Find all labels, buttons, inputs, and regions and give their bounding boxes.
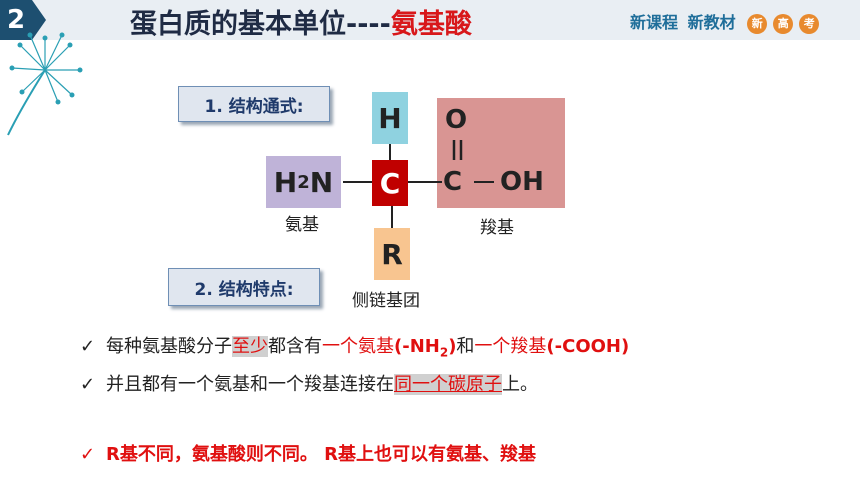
amino-h: H bbox=[273, 165, 298, 199]
bullet-text: 每种氨基酸分子 bbox=[106, 336, 232, 357]
r-group: R bbox=[381, 237, 403, 271]
hydrogen-box: H bbox=[372, 92, 408, 144]
r-group-box: R bbox=[374, 228, 410, 280]
carboxyl-caption: 羧基 bbox=[480, 218, 514, 238]
bond-c-oh bbox=[474, 181, 494, 183]
slide-number-badge: 2 bbox=[0, 0, 32, 40]
bond-n-c bbox=[343, 181, 372, 183]
emphasis-text: 同一个碳原子 bbox=[394, 374, 502, 395]
formula-subscript: 2 bbox=[439, 345, 449, 360]
header-bar bbox=[0, 0, 860, 40]
central-carbon-box: C bbox=[372, 160, 408, 206]
brand-badge: 新 bbox=[747, 13, 768, 34]
central-carbon: C bbox=[379, 166, 401, 200]
section-label-structure-features: 2. 结构特点: bbox=[168, 268, 320, 306]
bullet-text: 并且都有一个氨基和一个羧基连接在 bbox=[106, 374, 394, 395]
hydroxyl-group: OH bbox=[500, 167, 544, 197]
title-highlight: 氨基酸 bbox=[390, 9, 472, 40]
slide-number-arrow bbox=[32, 0, 46, 40]
check-icon: ✓ bbox=[80, 444, 96, 465]
emphasis-text: R基不同，氨基酸则不同。 R基上也可以有氨基、羧基 bbox=[106, 444, 536, 465]
amino-caption: 氨基 bbox=[285, 215, 319, 235]
bond-h-c bbox=[389, 144, 391, 160]
hydrogen-atom: H bbox=[378, 101, 402, 135]
emphasis-text: 一个氨基 bbox=[322, 336, 394, 357]
carboxyl-carbon: C bbox=[443, 167, 463, 197]
page-title: 蛋白质的基本单位----氨基酸 bbox=[130, 2, 472, 40]
section-label-structure-formula: 1. 结构通式: bbox=[178, 86, 330, 122]
slide-number: 2 bbox=[6, 5, 26, 35]
bond-c-r bbox=[391, 206, 393, 228]
formula-text: (-COOH) bbox=[546, 336, 630, 357]
double-bond bbox=[452, 140, 463, 160]
emphasis-text: 一个羧基 bbox=[474, 336, 547, 357]
bullet-text: 都含有 bbox=[268, 336, 322, 357]
brand-badge: 高 bbox=[773, 13, 794, 34]
dandelion-icon bbox=[7, 32, 83, 136]
amino-subscript: 2 bbox=[297, 171, 310, 193]
bullet-text: 和 bbox=[456, 336, 475, 357]
section-label-text: 2. 结构特点: bbox=[194, 279, 294, 300]
brand-text-2: 新教材 bbox=[687, 13, 736, 32]
check-icon: ✓ bbox=[80, 374, 96, 395]
formula-text: ) bbox=[448, 336, 457, 357]
carboxyl-oxygen: O bbox=[445, 105, 468, 135]
formula-text: (-NH bbox=[394, 336, 440, 357]
bullet-1: ✓ 每种氨基酸分子至少都含有一个氨基(-NH2)和一个羧基(-COOH) bbox=[80, 332, 629, 360]
emphasis-text: 至少 bbox=[232, 336, 268, 357]
brand-logo: 新课程 新教材 新高考 bbox=[630, 9, 823, 34]
bullet-3: ✓ R基不同，氨基酸则不同。 R基上也可以有氨基、羧基 bbox=[80, 440, 536, 466]
check-icon: ✓ bbox=[80, 336, 96, 357]
title-text: 蛋白质的基本单位---- bbox=[130, 9, 391, 40]
r-group-caption: 侧链基团 bbox=[352, 291, 420, 311]
bullet-text: 上。 bbox=[502, 374, 538, 395]
brand-text-1: 新课程 bbox=[630, 13, 679, 32]
amino-n: N bbox=[309, 165, 334, 199]
bullet-2: ✓ 并且都有一个氨基和一个羧基连接在同一个碳原子上。 bbox=[80, 370, 538, 396]
brand-badge: 考 bbox=[799, 13, 820, 34]
section-label-text: 1. 结构通式: bbox=[204, 96, 304, 117]
bond-c-carboxyl bbox=[408, 181, 442, 183]
carboxyl-group-box bbox=[437, 98, 565, 208]
